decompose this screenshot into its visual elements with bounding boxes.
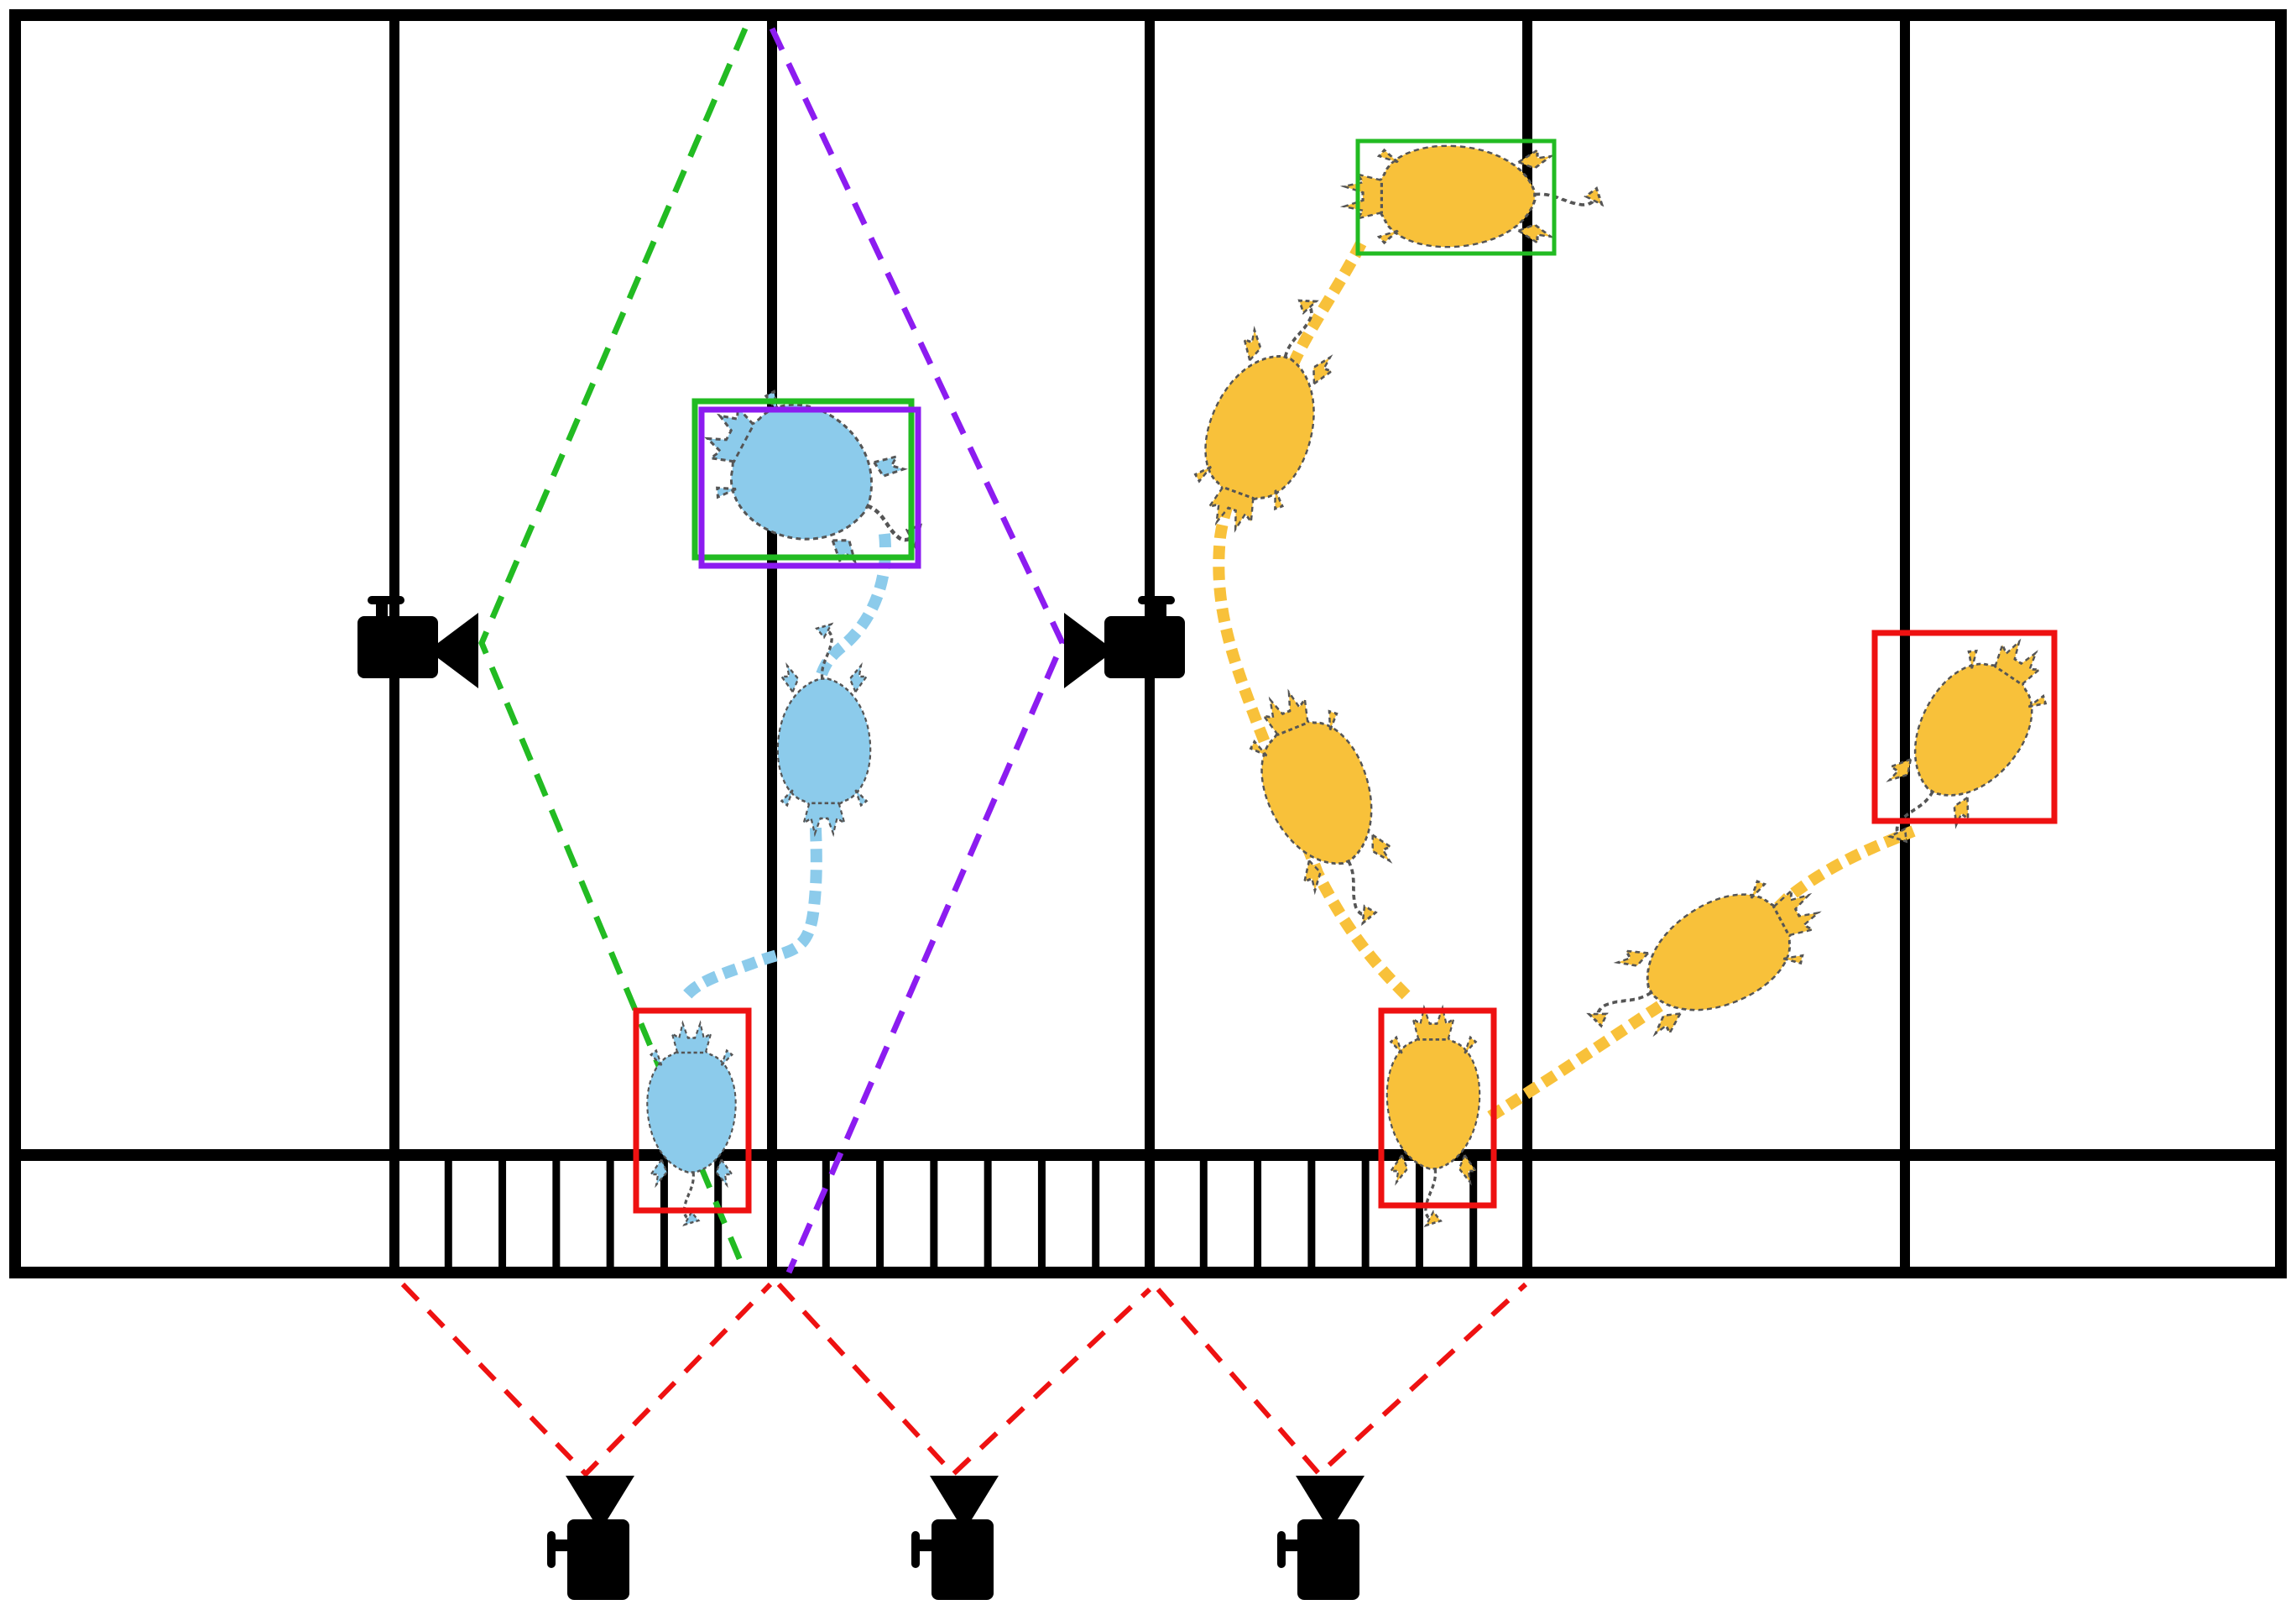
fov-camera-middle — [769, 27, 1066, 1274]
video-camera-icon — [1277, 1476, 1365, 1600]
cow-trajectories — [681, 240, 1916, 1121]
detection-box-red-yellow-cow-right — [1871, 630, 2058, 824]
video-camera-icon — [547, 1476, 634, 1600]
detection-box-green-yellow-cow — [1355, 139, 1557, 256]
fov-camera-bottom-3 — [1156, 1282, 1528, 1478]
trajectory-yellow-cow-a — [1213, 240, 1414, 1003]
fov-camera-left — [478, 27, 749, 1274]
detection-box-green-blue-cow — [691, 398, 915, 561]
detection-boxes — [633, 139, 2058, 1214]
cow-yellow-2 — [1177, 281, 1341, 545]
video-camera-icon — [1064, 596, 1185, 688]
fov-camera-bottom-2 — [776, 1282, 1152, 1478]
trajectory-yellow-cow-b — [1487, 825, 1916, 1121]
cow-blue-middle — [776, 622, 872, 835]
crossing-slats — [444, 1155, 1478, 1273]
cow-yellow-6 — [1879, 617, 2071, 869]
fov-camera-bottom-1 — [400, 1282, 773, 1478]
cow-yellow-4 — [1385, 1006, 1481, 1226]
trajectory-blue-cow — [681, 533, 891, 1000]
video-camera-icon — [911, 1476, 999, 1600]
detection-box-red-yellow-cow-bottom — [1378, 1007, 1497, 1209]
cow-yellow-top — [1342, 144, 1602, 248]
video-camera-icon — [357, 596, 478, 688]
camera-fields-of-view — [400, 27, 1528, 1478]
detection-box-red-blue-cow — [633, 1007, 752, 1214]
cows — [646, 144, 2071, 1226]
detection-box-purple-blue-cow — [698, 406, 921, 569]
